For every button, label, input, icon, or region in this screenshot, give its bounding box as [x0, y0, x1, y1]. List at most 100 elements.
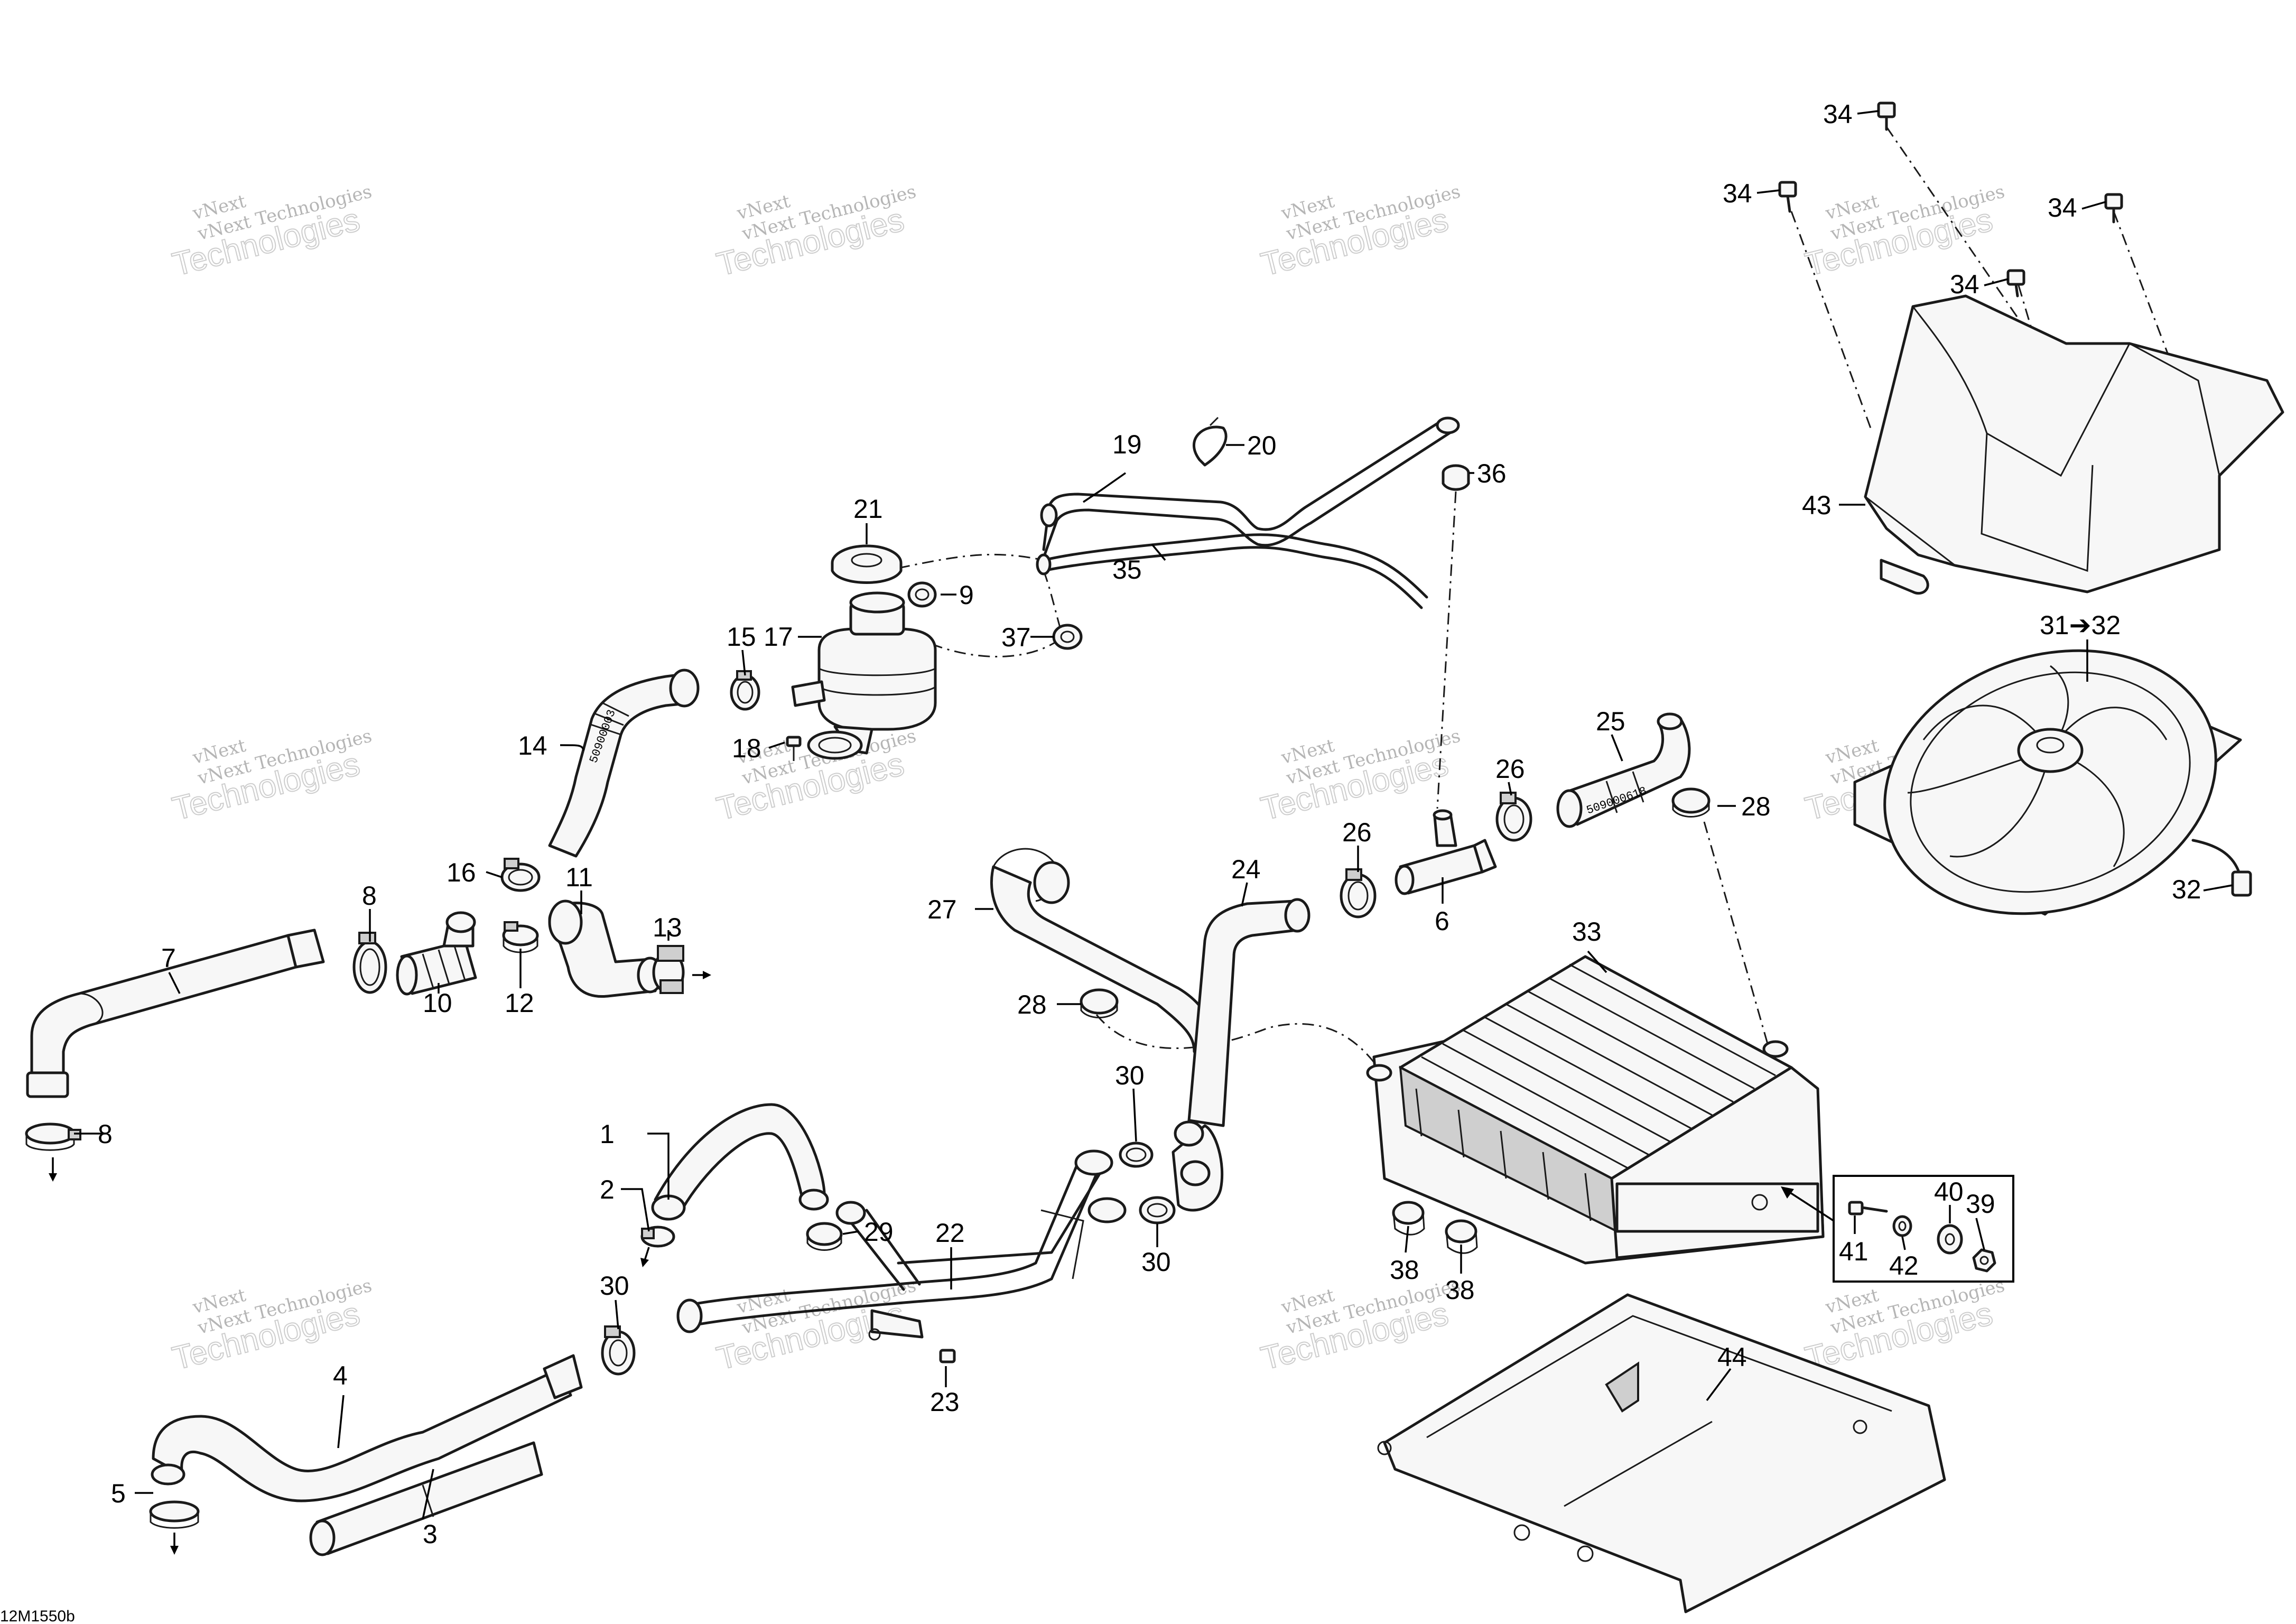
callout-29: 29: [864, 1217, 894, 1247]
callout-40: 40: [1934, 1177, 1964, 1207]
bushing-40: [1937, 1224, 1963, 1255]
hose-1: [651, 1103, 829, 1221]
fan-assembly-31: [1853, 649, 2242, 916]
callout-36: 36: [1477, 459, 1507, 488]
connection-line: [1095, 1014, 1375, 1063]
callout-5: 5: [111, 1479, 126, 1508]
bolt-41: [1848, 1201, 1888, 1215]
callout-15: 15: [727, 622, 756, 652]
fitting-10: [396, 911, 477, 996]
clamp-37: [1052, 624, 1083, 650]
pipe-assembly-22: [676, 1149, 1127, 1341]
hardware-detail-box: [1781, 1175, 2014, 1283]
callout-22: 22: [935, 1218, 965, 1248]
callout-11: 11: [565, 862, 593, 892]
clamp-16: [500, 858, 541, 892]
callout-23: 23: [930, 1387, 960, 1417]
clamp-26-right: [1495, 792, 1532, 842]
callout-14: 14: [518, 731, 547, 760]
callout-25: 25: [1596, 707, 1625, 736]
callout-18: 18: [732, 734, 761, 763]
callout-30: 30: [1141, 1247, 1171, 1277]
callout-37: 37: [1001, 623, 1031, 652]
bolt-34-top: [1877, 101, 1896, 131]
bolt-34-left: [1778, 181, 1797, 213]
callout-26: 26: [1342, 818, 1372, 847]
clamp-28-left: [1080, 988, 1119, 1018]
clamp-30-lower: [601, 1325, 636, 1376]
hose-24: [1172, 898, 1310, 1212]
fan-connector-32: [2191, 839, 2252, 897]
hose-14: 50900003: [548, 669, 700, 858]
callout-41: 41: [1839, 1237, 1869, 1266]
callout-26: 26: [1495, 754, 1525, 784]
watermark: vNext vNext Technologies Technologies: [1801, 181, 2007, 284]
bolt-18: [786, 736, 802, 761]
nut-39: [1972, 1248, 1996, 1273]
bolt-34-right: [2104, 193, 2123, 224]
hose-7: [26, 929, 325, 1098]
callout-38: 38: [1390, 1255, 1419, 1285]
watermark: vNext vNext Technologies Technologies: [1257, 181, 1463, 284]
watermark: vNext vNext Technologies Technologies: [1257, 1275, 1463, 1378]
callout-2: 2: [600, 1175, 615, 1204]
callout-13: 13: [653, 913, 682, 942]
cap-21: [831, 544, 903, 584]
radiator-33: [1366, 955, 1825, 1265]
clamp-30-middle: [1139, 1196, 1176, 1224]
connection-lines: [898, 126, 2215, 1063]
callout-4: 4: [333, 1361, 348, 1390]
callout-3: 3: [423, 1519, 438, 1549]
grommet-38-right: [1445, 1219, 1478, 1254]
clip-20: [1192, 416, 1228, 467]
clamp-2: [640, 1226, 675, 1267]
clamp-15: [730, 670, 760, 711]
shroud-43: [1864, 294, 2284, 595]
hose-35: [1036, 533, 1428, 609]
callout-8: 8: [362, 881, 377, 911]
watermark: vNext vNext Technologies Technologies: [169, 1275, 374, 1378]
callout-34: 34: [1950, 270, 1979, 299]
elbow-hose-11: [548, 899, 663, 998]
watermark: vNext vNext Technologies Technologies: [169, 726, 374, 828]
callout-32: 32: [2172, 875, 2201, 904]
clamp-5: [149, 1500, 200, 1555]
bolt-34-middle: [2006, 269, 2025, 298]
callout-7: 7: [161, 943, 176, 973]
grommet-38-left: [1392, 1201, 1425, 1236]
callout-labels: 1 2 3 4 5 6 7 8 8 9 10 11 12 13 14 15 16…: [98, 99, 2201, 1549]
callout-12: 12: [505, 988, 534, 1018]
clamp-13: [652, 945, 711, 994]
connection-line: [1436, 491, 1457, 809]
watermark: vNext vNext Technologies Technologies: [1257, 726, 1463, 828]
callout-33: 33: [1572, 917, 1602, 946]
connection-line: [1043, 570, 1063, 635]
callout-35: 35: [1112, 555, 1142, 584]
callout-44: 44: [1717, 1342, 1747, 1372]
callout-34: 34: [1823, 99, 1853, 129]
drawing-reference: 12M1550b: [0, 1608, 75, 1624]
callout-28: 28: [1741, 792, 1771, 821]
clamp-28-right: [1671, 787, 1711, 818]
callout-16: 16: [447, 858, 476, 887]
hose-27: [990, 848, 1217, 1053]
hose-4: [151, 1354, 583, 1502]
callout-24: 24: [1231, 855, 1261, 884]
leader-lines: [74, 110, 2233, 1520]
callout-31-32: 31➔32: [2040, 610, 2121, 640]
bolt-23: [939, 1349, 956, 1363]
skid-plate-44: [1377, 1293, 1946, 1613]
callout-30: 30: [600, 1271, 629, 1301]
callout-27: 27: [927, 895, 957, 924]
callout-17: 17: [764, 622, 793, 652]
clamp-26-left: [1340, 868, 1377, 918]
callout-42: 42: [1889, 1251, 1919, 1280]
clamp-8-lower: [25, 1122, 81, 1182]
clamp-30-upper: [1119, 1142, 1154, 1168]
callout-20: 20: [1247, 431, 1277, 460]
clamp-9: [907, 581, 937, 608]
tee-fitting-6: [1395, 809, 1497, 895]
washer-42: [1892, 1215, 1912, 1237]
watermark: vNext vNext Technologies Technologies: [169, 181, 374, 284]
